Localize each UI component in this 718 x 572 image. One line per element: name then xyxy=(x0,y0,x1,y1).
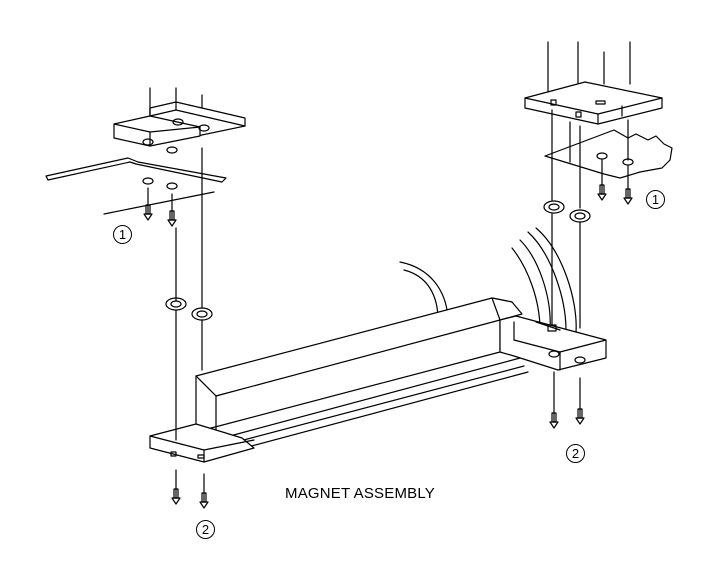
callout-1-top-right: 1 xyxy=(646,190,665,209)
callout-1-top-left: 1 xyxy=(113,225,132,244)
screw-set-bottom-left xyxy=(171,469,209,509)
screw-set-bottom-right xyxy=(549,371,585,429)
callout-2-bottom-left: 2 xyxy=(196,520,215,539)
screw-set-top-right xyxy=(597,159,633,205)
mount-bracket-top-right xyxy=(524,41,673,179)
callout-2-bottom-right: 2 xyxy=(566,444,585,463)
diagram-caption: MAGNET ASSEMBLY xyxy=(285,485,435,502)
mount-bracket-top-left xyxy=(45,87,246,215)
tie-rods-right xyxy=(543,109,591,331)
magnet-bar xyxy=(149,297,607,463)
screw-set-top-left xyxy=(143,187,177,227)
tie-rods-left xyxy=(165,147,213,431)
